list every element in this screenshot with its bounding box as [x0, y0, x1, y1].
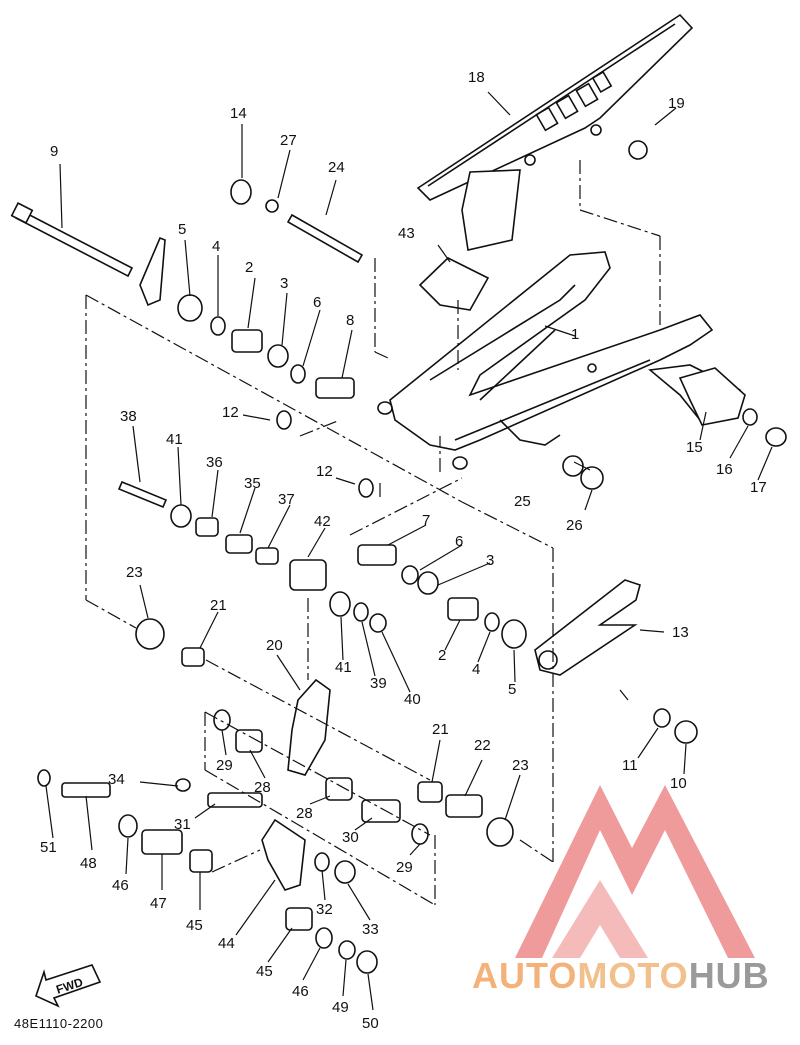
part-label: 23	[512, 757, 529, 774]
part-label: 28	[296, 805, 313, 822]
part-label: 29	[216, 757, 233, 774]
part-label: 4	[212, 238, 221, 255]
part-label: 36	[206, 454, 223, 471]
plate-part	[139, 236, 166, 307]
part-label: 29	[396, 859, 413, 876]
pad-part	[418, 257, 490, 311]
part-label: 19	[668, 95, 685, 112]
part-label: 11	[622, 757, 638, 774]
collars	[61, 329, 483, 931]
part-label: 1	[571, 326, 580, 343]
part-label: 27	[280, 132, 297, 149]
fwd-arrow-icon: FWD	[35, 964, 102, 1008]
chain-guard-part	[416, 13, 694, 251]
part-label: 3	[486, 552, 495, 569]
part-label: 9	[50, 143, 59, 160]
part-label: 10	[670, 775, 687, 792]
part-label: 14	[230, 105, 247, 122]
part-label: 47	[150, 895, 167, 912]
part-label: 26	[566, 517, 583, 534]
part-label: 31	[174, 816, 191, 833]
part-label: 12	[316, 463, 333, 480]
part-label: 44	[218, 935, 235, 952]
part-label: 49	[332, 999, 349, 1016]
part-label: 7	[422, 512, 431, 529]
part-label: 23	[126, 564, 143, 581]
pivot-shaft-part	[10, 202, 134, 278]
brand-logo-icon	[515, 785, 755, 958]
part-label: 37	[278, 491, 295, 508]
bolt-24-part	[286, 213, 364, 264]
part-label: 42	[314, 513, 331, 530]
brand-part-1: AUTO	[472, 955, 578, 996]
part-label: 41	[335, 659, 352, 676]
part-label: 3	[280, 275, 289, 292]
part-label: 28	[254, 779, 271, 796]
part-label: 13	[672, 624, 689, 641]
part-label: 18	[468, 69, 485, 86]
part-label: 2	[438, 647, 447, 664]
bracket-part	[678, 367, 746, 426]
part-label: 6	[313, 294, 322, 311]
part-label: 43	[398, 225, 415, 242]
part-label: 21	[432, 721, 449, 738]
bolt-38-part	[117, 480, 168, 509]
part-label: 22	[474, 737, 491, 754]
washers-and-nuts	[37, 140, 787, 974]
part-label: 33	[362, 921, 379, 938]
part-label: 2	[245, 259, 254, 276]
part-label: 17	[750, 479, 767, 496]
part-label: 25	[514, 493, 531, 510]
part-label: 39	[370, 675, 387, 692]
part-label: 32	[316, 901, 333, 918]
part-label: 8	[346, 312, 355, 329]
part-label: 46	[292, 983, 309, 1000]
part-label: 34	[108, 771, 125, 788]
part-label: 16	[716, 461, 733, 478]
chain-puller-part	[534, 579, 641, 676]
part-label: 6	[455, 533, 464, 550]
part-label: 35	[244, 475, 261, 492]
diagram-code: 48E1110-2200	[14, 1016, 104, 1031]
part-label: 45	[256, 963, 273, 980]
part-label: 20	[266, 637, 283, 654]
watermark-brand: AUTOMOTOHUB	[472, 955, 770, 997]
part-label: 41	[166, 431, 183, 448]
part-label: 12	[222, 404, 239, 421]
part-label: 40	[404, 691, 421, 708]
part-label: 30	[342, 829, 359, 846]
connecting-rod-part	[261, 818, 306, 891]
part-label: 46	[112, 877, 129, 894]
part-label: 45	[186, 917, 203, 934]
part-label: 5	[178, 221, 187, 238]
part-label: 51	[40, 839, 57, 856]
brand-part-2: MOTO	[577, 955, 689, 996]
leader-lines	[45, 91, 773, 1011]
part-label: 48	[80, 855, 97, 872]
part-label: 21	[210, 597, 227, 614]
part-label: 4	[472, 661, 481, 678]
brand-part-3: HUB	[688, 955, 770, 996]
part-label: 50	[362, 1015, 379, 1032]
part-label: 15	[686, 439, 703, 456]
part-label: 38	[120, 408, 137, 425]
assembly-lines	[85, 160, 661, 906]
part-label: 5	[508, 681, 517, 698]
part-label: 24	[328, 159, 345, 176]
relay-arm-part	[287, 678, 331, 776]
